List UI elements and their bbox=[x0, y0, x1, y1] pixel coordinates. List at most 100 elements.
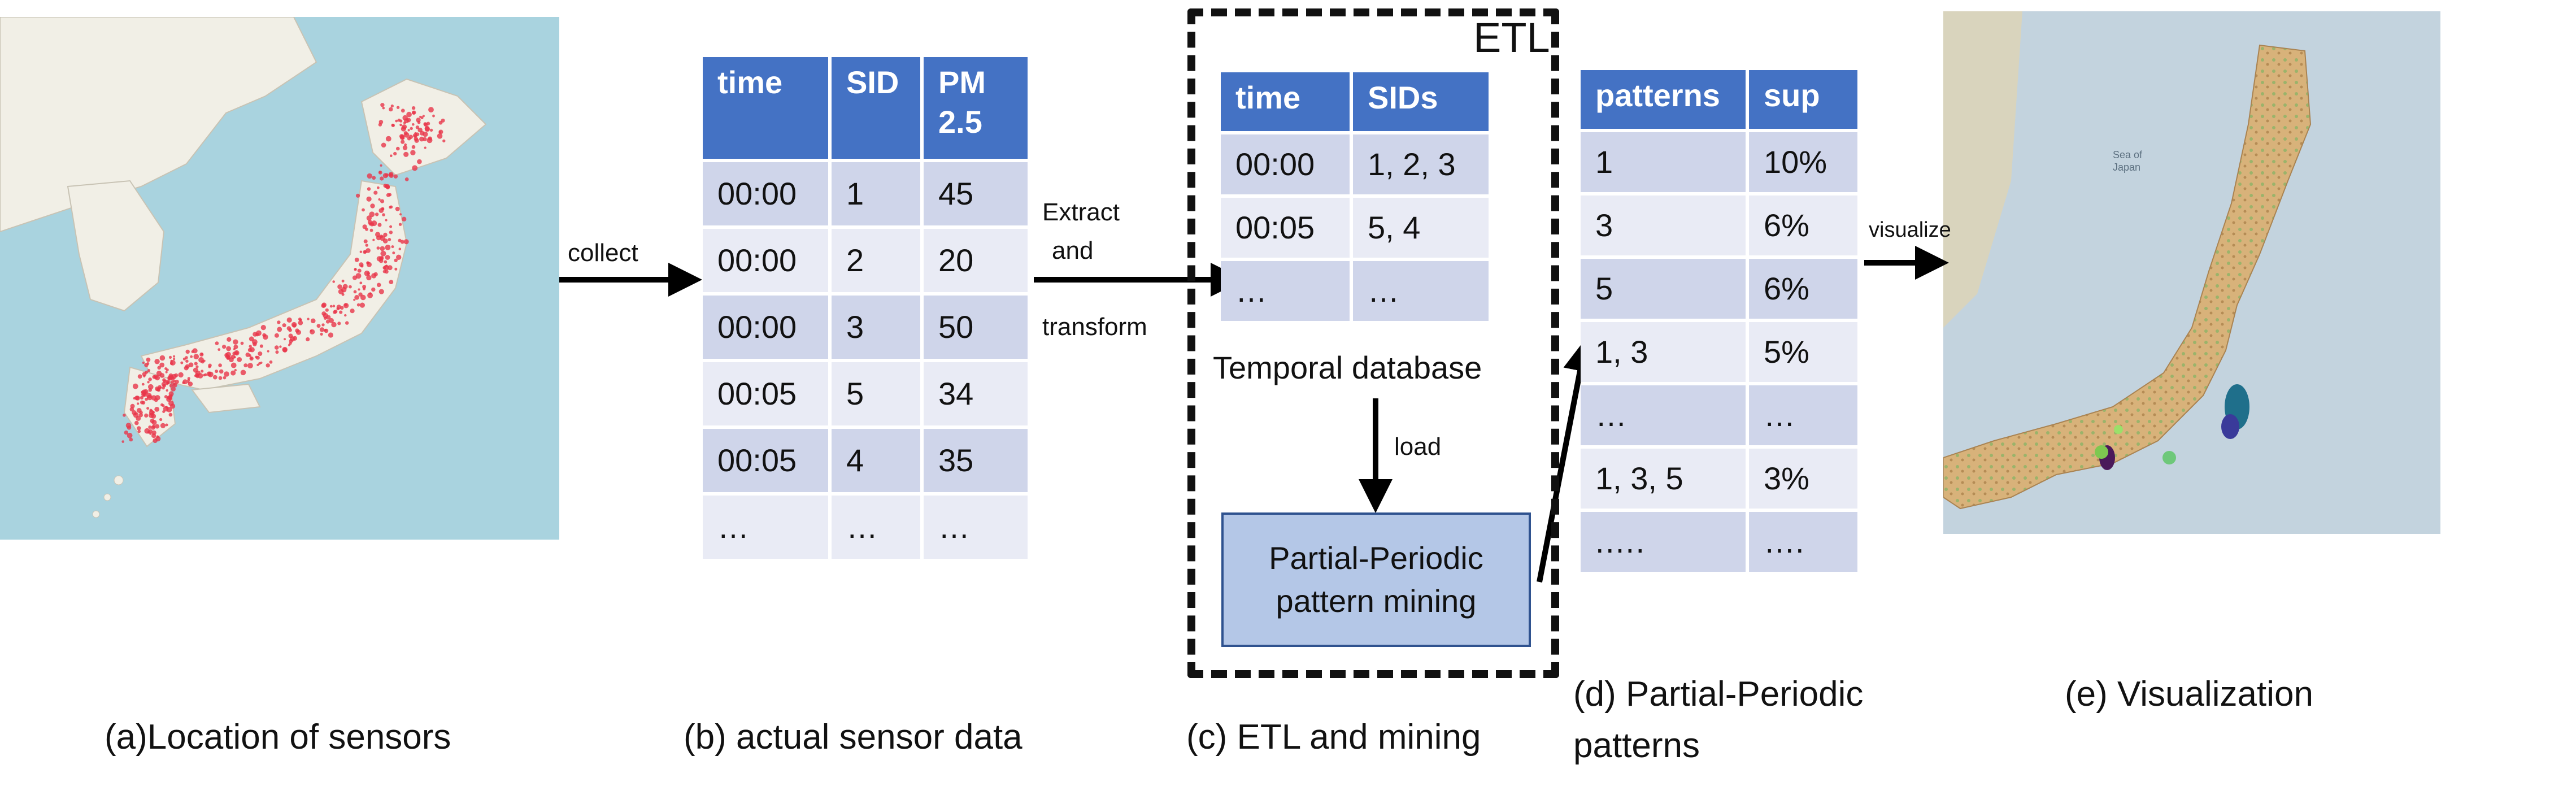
sensor-dot bbox=[396, 254, 402, 260]
cell-pattern: 1, 3, 5 bbox=[1581, 449, 1746, 509]
sensor-dot bbox=[247, 347, 252, 353]
sensor-dot bbox=[359, 281, 363, 285]
sensor-dot bbox=[366, 215, 372, 221]
sensor-dot bbox=[298, 320, 303, 325]
sensor-dot bbox=[404, 132, 410, 138]
sensor-dot bbox=[249, 336, 254, 342]
pattern-cluster-lime bbox=[2114, 425, 2123, 434]
sensor-dot bbox=[156, 435, 159, 438]
sensor-dot bbox=[250, 357, 253, 360]
sensor-dot bbox=[399, 123, 402, 127]
sensor-dot bbox=[395, 119, 398, 123]
table-row: 1 10% bbox=[1581, 132, 1857, 192]
sensor-dot bbox=[137, 429, 141, 433]
sensor-dot bbox=[146, 407, 150, 410]
sensor-dot bbox=[212, 375, 217, 380]
table-row: … … bbox=[1581, 385, 1857, 445]
cell-sids: … bbox=[1353, 261, 1489, 321]
sensor-dot bbox=[255, 332, 259, 337]
cell-time: 00:05 bbox=[703, 362, 828, 425]
table-row: 00:00 2 20 bbox=[703, 229, 1028, 292]
sensor-dot bbox=[441, 118, 445, 123]
sensor-dot bbox=[237, 357, 242, 362]
sensor-dot bbox=[137, 402, 140, 405]
sensor-dot bbox=[385, 219, 388, 221]
cell-time: … bbox=[1221, 261, 1350, 321]
sensor-dot bbox=[373, 190, 378, 195]
transform-label: transform bbox=[1042, 313, 1147, 341]
japan-sensor-map bbox=[0, 17, 487, 518]
sensor-dot bbox=[422, 115, 425, 118]
sensor-dot bbox=[185, 359, 189, 363]
sensor-dot bbox=[360, 264, 364, 268]
sensor-dot bbox=[218, 363, 222, 367]
sensor-dot bbox=[380, 176, 384, 181]
visualize-label: visualize bbox=[1869, 218, 1951, 242]
sensor-dot bbox=[393, 151, 397, 156]
cell-sid: 1 bbox=[832, 162, 920, 225]
sensor-dot bbox=[142, 361, 145, 364]
sensor-dot bbox=[371, 273, 377, 279]
sensor-dot bbox=[329, 305, 333, 308]
sensor-dot bbox=[398, 247, 402, 251]
sensor-dot bbox=[389, 225, 393, 228]
temporal-database-table: time SIDs 00:00 1, 2, 3 00:05 5, 4 … … bbox=[1217, 69, 1492, 324]
sensor-dot bbox=[208, 371, 211, 375]
sensor-dot bbox=[397, 118, 401, 122]
patterns-table-header: patterns sup bbox=[1581, 70, 1857, 129]
cell-sup: 3% bbox=[1749, 449, 1857, 509]
sensor-dot bbox=[288, 344, 291, 346]
sensor-dot bbox=[162, 404, 165, 407]
sensor-dot bbox=[321, 323, 325, 327]
sensor-dot bbox=[382, 213, 385, 216]
sensor-dot bbox=[192, 348, 198, 354]
sensor-dot bbox=[407, 129, 410, 132]
sensor-dot bbox=[148, 429, 153, 434]
sensor-dot bbox=[286, 326, 291, 331]
sensor-dot bbox=[362, 287, 366, 290]
cell-pm25: 34 bbox=[924, 362, 1028, 425]
sensor-dot bbox=[341, 279, 345, 283]
sensor-dot bbox=[230, 370, 236, 376]
sensor-dot bbox=[143, 375, 146, 378]
sensor-dot bbox=[331, 322, 337, 328]
sensor-dot bbox=[395, 206, 400, 211]
sensor-dot bbox=[296, 329, 301, 335]
sensor-dot bbox=[367, 220, 372, 224]
sensor-dot bbox=[147, 369, 151, 372]
cell-time: 00:00 bbox=[703, 296, 828, 359]
sensor-dot bbox=[391, 123, 395, 127]
sensor-dot bbox=[258, 362, 261, 365]
sensor-dot bbox=[195, 365, 199, 368]
cell-pattern: 5 bbox=[1581, 259, 1746, 319]
sensor-dot bbox=[379, 234, 384, 238]
sensor-dot bbox=[132, 410, 137, 415]
caption-c: (c) ETL and mining bbox=[1186, 718, 1481, 757]
table-row: 5 6% bbox=[1581, 259, 1857, 319]
sensor-dot bbox=[143, 389, 149, 395]
sensor-dot bbox=[141, 401, 146, 405]
sensor-dot bbox=[385, 136, 391, 142]
sensor-dot bbox=[155, 375, 160, 381]
sensor-dot bbox=[387, 265, 393, 271]
sensor-dot bbox=[377, 223, 382, 227]
sensor-dot bbox=[193, 367, 198, 373]
cell-pm25: 45 bbox=[924, 162, 1028, 225]
sensor-dot bbox=[320, 332, 323, 336]
sensor-dot bbox=[378, 198, 381, 201]
sensor-dot bbox=[388, 238, 391, 241]
table-row: 1, 3 5% bbox=[1581, 322, 1857, 382]
sensor-dot bbox=[156, 371, 162, 376]
sensor-dot bbox=[279, 345, 282, 348]
sensor-dot bbox=[369, 211, 375, 218]
table-row: 00:00 3 50 bbox=[703, 296, 1028, 359]
sensor-dot bbox=[166, 381, 170, 385]
sensor-dot bbox=[399, 135, 405, 140]
sensor-dot bbox=[380, 256, 384, 260]
sensor-dot bbox=[432, 114, 435, 118]
sensor-dot bbox=[365, 227, 368, 231]
sensor-dot bbox=[201, 360, 204, 364]
sensor-dot bbox=[377, 186, 380, 189]
sensor-dot bbox=[355, 273, 362, 279]
sensor-dot bbox=[180, 361, 184, 364]
